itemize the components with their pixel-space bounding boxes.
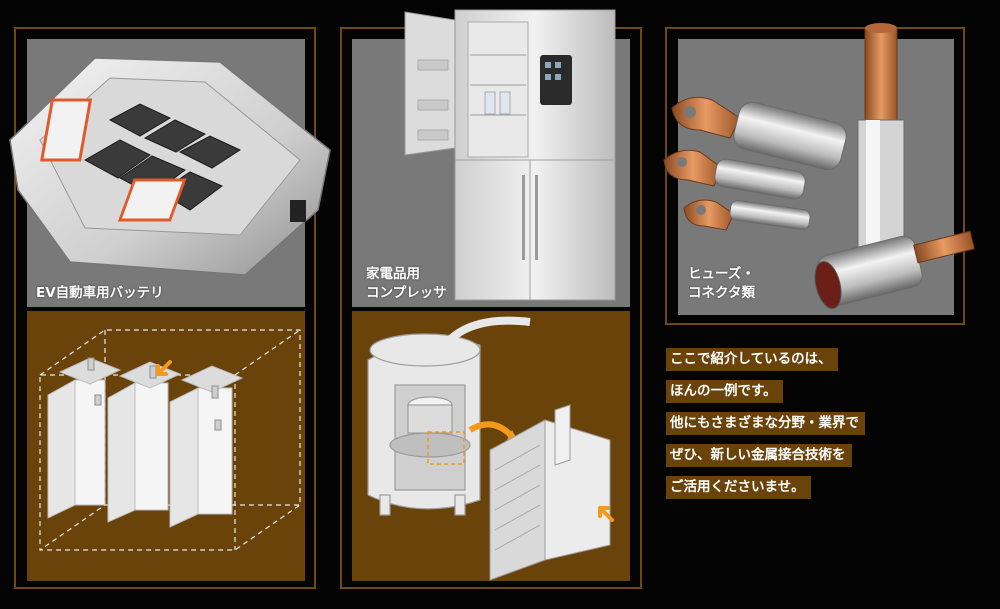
fuse-connector-label: ヒューズ・ コネクタ類 [688, 266, 755, 301]
message-line-3: 他にもさまざまな分野・業界で [666, 412, 865, 435]
ev-battery-panel-frame [14, 27, 316, 589]
fuse-panel-frame [665, 27, 965, 325]
message-line-1: ここで紹介しているのは、 [666, 348, 838, 371]
message-line-2: ほんの一例です。 [666, 380, 783, 403]
ev-battery-label: EV自動車用バッテリ [36, 285, 164, 301]
message-line-4: ぜひ、新しい金属接合技術を [666, 444, 852, 467]
message-line-5: ご活用くださいませ。 [666, 476, 811, 499]
compressor-label: 家電品用 コンプレッサ [366, 266, 447, 301]
